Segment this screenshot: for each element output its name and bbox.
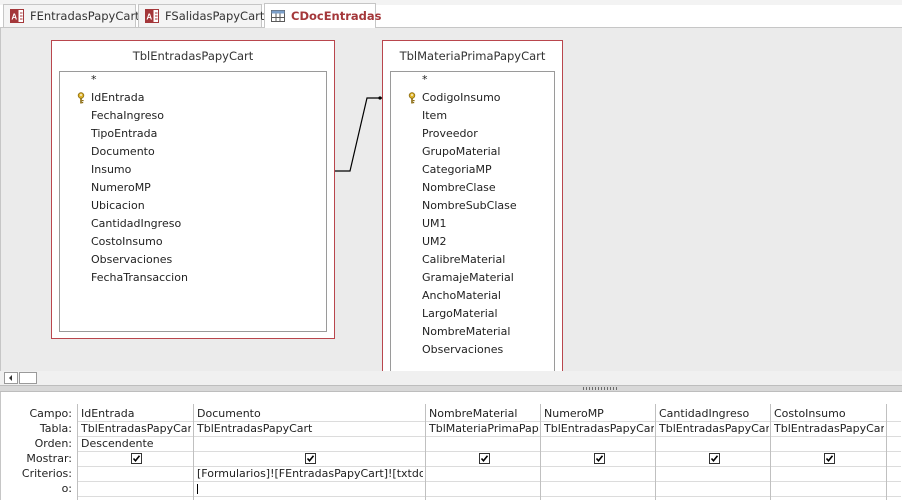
grid-cell-orden[interactable]: [774, 436, 884, 451]
scroll-thumb[interactable]: [19, 372, 37, 384]
checkmark-icon: [710, 455, 719, 463]
query-icon: [271, 10, 285, 22]
grid-cell-campo[interactable]: NombreMaterial: [429, 407, 518, 420]
column-divider[interactable]: [425, 404, 426, 500]
grid-cell-orden[interactable]: [659, 436, 769, 451]
checkmark-icon: [306, 455, 315, 463]
table-title[interactable]: TblEntradasPapyCart: [132, 49, 254, 63]
row-label-o: o:: [61, 482, 72, 495]
row-divider: [77, 451, 901, 452]
field-list[interactable]: * IdEntrada FechaIngreso TipoEntrada Doc…: [59, 71, 327, 332]
show-checkbox[interactable]: [709, 453, 720, 464]
form-icon: A: [10, 9, 24, 23]
grid-cell-orden[interactable]: [544, 436, 654, 451]
row-divider: [77, 466, 901, 467]
tab-bar-divider: [0, 27, 902, 28]
scroll-left-button[interactable]: [4, 372, 18, 384]
grid-cell-tabla[interactable]: TblEntradasPapyCart: [197, 422, 313, 435]
text-cursor: [197, 484, 198, 494]
column-divider[interactable]: [540, 404, 541, 500]
tab-label: CDocEntradas: [291, 9, 382, 23]
column-divider[interactable]: [193, 404, 194, 500]
row-divider: [77, 496, 901, 497]
grid-cell-criterios[interactable]: [81, 466, 191, 481]
query-design-surface[interactable]: TblEntradasPapyCart * IdEntrada FechaIng…: [0, 28, 902, 372]
grid-cell-campo[interactable]: CostoInsumo: [774, 407, 846, 420]
row-label-campo: Campo:: [29, 407, 72, 420]
query-design-grid[interactable]: Campo: Tabla: Orden: Mostrar: Criterios:…: [0, 392, 902, 500]
primary-key-icon: [408, 92, 416, 104]
checkmark-icon: [595, 455, 604, 463]
checkmark-icon: [132, 455, 141, 463]
column-divider[interactable]: [770, 404, 771, 500]
tab-label: FSalidasPapyCart: [165, 9, 265, 23]
column-divider[interactable]: [655, 404, 656, 500]
svg-text:A: A: [11, 13, 17, 22]
grid-cell-campo[interactable]: Documento: [197, 407, 261, 420]
show-checkbox[interactable]: [479, 453, 490, 464]
grid-cell-orden[interactable]: [197, 436, 423, 451]
show-checkbox[interactable]: [305, 453, 316, 464]
show-checkbox[interactable]: [824, 453, 835, 464]
svg-text:A: A: [146, 13, 152, 22]
tab-label: FEntradasPapyCart: [30, 9, 140, 23]
grid-cell-campo[interactable]: CantidadIngreso: [659, 407, 750, 420]
grid-cell-tabla[interactable]: TblEntradasPapyCart: [81, 422, 191, 435]
grid-cell-tabla[interactable]: TblMateriaPrimaPapyCart: [429, 422, 539, 435]
grid-cell-criterios[interactable]: [Formularios]![FEntradasPapyCart]![txtdo…: [197, 467, 423, 480]
table-tblmateriaprimapapycart[interactable]: TblMateriaPrimaPapyCart * CodigoInsumo I…: [382, 40, 563, 372]
pane-splitter[interactable]: [0, 385, 902, 392]
splitter-grip-icon[interactable]: [583, 387, 619, 390]
arrow-left-icon: [9, 375, 12, 381]
grid-cell-campo[interactable]: NumeroMP: [544, 407, 604, 420]
checkmark-icon: [480, 455, 489, 463]
row-divider: [77, 481, 901, 482]
grid-cell-tabla[interactable]: TblEntradasPapyCart: [774, 422, 884, 435]
tab-cdocentradas[interactable]: CDocEntradas: [264, 3, 382, 28]
grid-cell-tabla[interactable]: TblEntradasPapyCart: [544, 422, 654, 435]
grid-cell-orden[interactable]: Descendente: [81, 437, 154, 450]
table-tblentradaspapycart[interactable]: TblEntradasPapyCart * IdEntrada FechaIng…: [51, 40, 335, 339]
form-icon: A: [145, 9, 159, 23]
table-title[interactable]: TblMateriaPrimaPapyCart: [399, 49, 546, 63]
row-divider: [77, 421, 901, 422]
tab-bar-top-strip: [0, 0, 902, 5]
tab-fentradaspapycart[interactable]: A FEntradasPapyCart: [3, 4, 140, 27]
grid-cell-tabla[interactable]: TblEntradasPapyCart: [659, 422, 769, 435]
show-checkbox[interactable]: [594, 453, 605, 464]
primary-key-icon: [77, 92, 85, 104]
grid-cell-orden[interactable]: [429, 436, 539, 451]
field-list[interactable]: * CodigoInsumo Item Proveedor GrupoMater…: [390, 71, 555, 372]
document-tab-bar: A FEntradasPapyCart A FSalidasPapyCart C…: [0, 0, 902, 28]
tab-fsalidaspapycart[interactable]: A FSalidasPapyCart: [138, 4, 265, 27]
grid-cell-campo[interactable]: IdEntrada: [81, 407, 135, 420]
row-label-mostrar: Mostrar:: [26, 452, 72, 465]
column-divider[interactable]: [886, 404, 887, 500]
column-divider: [77, 404, 78, 500]
row-label-criterios: Criterios:: [21, 467, 72, 480]
row-divider: [77, 436, 901, 437]
checkmark-icon: [825, 455, 834, 463]
design-horizontal-scrollbar[interactable]: [0, 371, 902, 385]
row-label-tabla: Tabla:: [39, 422, 72, 435]
show-checkbox[interactable]: [131, 453, 142, 464]
row-label-orden: Orden:: [34, 437, 72, 450]
